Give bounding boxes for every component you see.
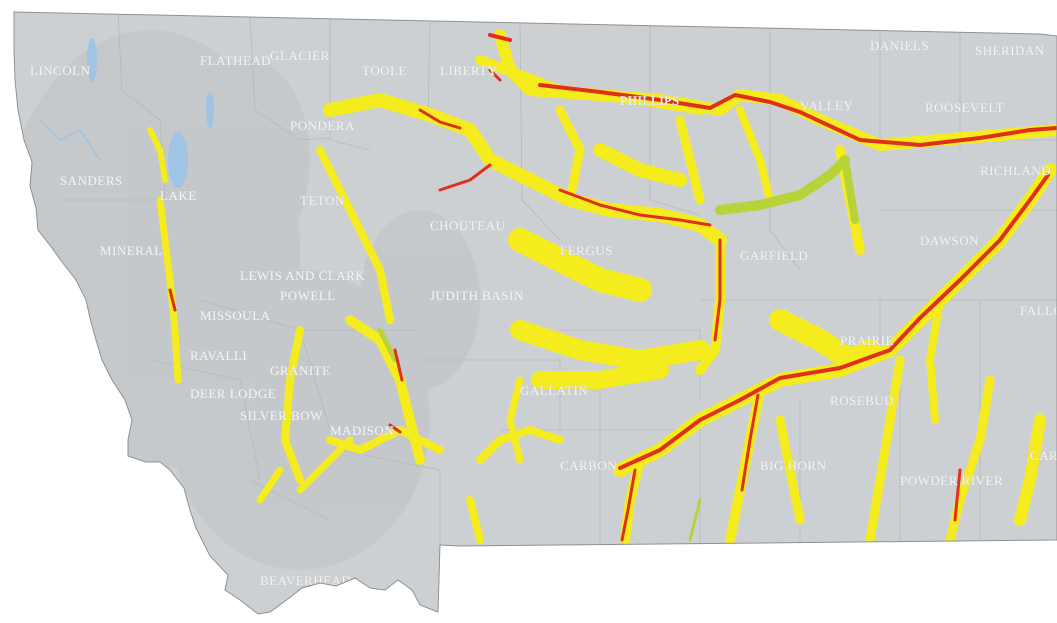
terrain-shading bbox=[14, 30, 480, 570]
fort-peck-reservoir bbox=[377, 155, 859, 542]
county-label: CARTER bbox=[1030, 448, 1057, 463]
county-label: GLACIER bbox=[270, 48, 330, 63]
county-label: FLATHEAD bbox=[200, 53, 271, 68]
county-label: GARFIELD bbox=[740, 248, 808, 263]
county-label: LAKE bbox=[160, 188, 197, 203]
county-label: VALLEY bbox=[800, 98, 853, 113]
county-label: BIG HORN bbox=[760, 458, 827, 473]
county-label: LINCOLN bbox=[30, 63, 91, 78]
county-label: PRAIRIE bbox=[840, 333, 894, 348]
county-label: POWELL bbox=[280, 288, 336, 303]
county-label: PHILLIPS bbox=[620, 93, 680, 108]
county-label: SHERIDAN bbox=[975, 43, 1045, 58]
state-border bbox=[13, 11, 1057, 615]
county-label: FALLON bbox=[1020, 303, 1057, 318]
clark-fork-river bbox=[39, 119, 101, 161]
flathead-lake bbox=[168, 132, 188, 188]
county-label: CARBON bbox=[560, 458, 617, 473]
county-label: MADISON bbox=[330, 423, 394, 438]
county-label: GALLATIN bbox=[520, 383, 588, 398]
county-label: PONDERA bbox=[290, 118, 355, 133]
county-label: POWDER RIVER bbox=[900, 473, 1003, 488]
county-label: ROOSEVELT bbox=[925, 100, 1004, 115]
county-label: JUDITH BASIN bbox=[430, 288, 524, 303]
county-label: DAWSON bbox=[920, 233, 979, 248]
high-hazard-areas bbox=[168, 33, 1057, 542]
hungry-horse-reservoir bbox=[206, 92, 214, 128]
county-label: LIBERTY bbox=[440, 63, 498, 78]
lakes-and-rivers bbox=[39, 38, 214, 188]
lake-koocanusa bbox=[87, 38, 97, 82]
county-label: TETON bbox=[300, 193, 345, 208]
county-label: DANIELS bbox=[870, 38, 929, 53]
county-label: CHOUTEAU bbox=[430, 218, 506, 233]
county-label: SANDERS bbox=[60, 173, 123, 188]
county-label: SILVER BOW bbox=[240, 408, 323, 423]
county-label: GRANITE bbox=[270, 363, 331, 378]
county-label: MINERAL bbox=[100, 243, 163, 258]
county-label: RICHLAND bbox=[980, 163, 1051, 178]
county-label: FERGUS bbox=[560, 243, 613, 258]
county-label: LEWIS AND CLARK bbox=[240, 268, 365, 283]
county-label: DEER LODGE bbox=[190, 386, 276, 401]
county-label: RAVALLI bbox=[190, 348, 247, 363]
county-label: MISSOULA bbox=[200, 308, 271, 323]
county-label: ROSEBUD bbox=[830, 393, 894, 408]
county-label: TOOLE bbox=[362, 63, 407, 78]
